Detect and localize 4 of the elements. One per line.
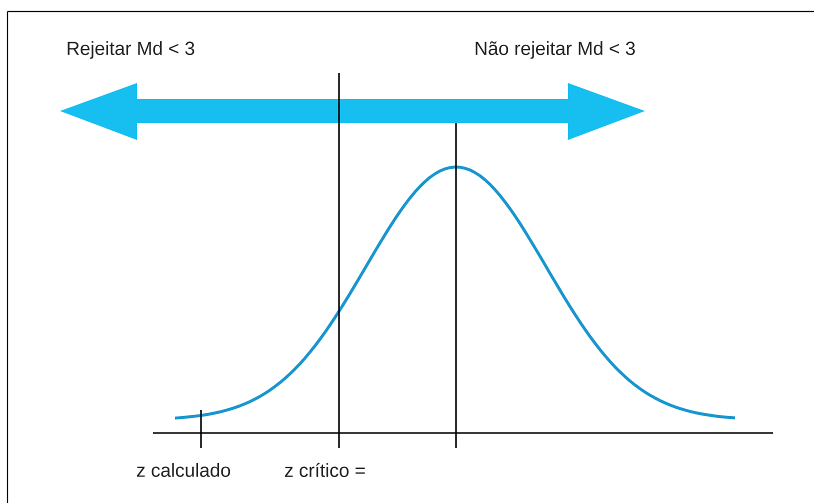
label-text: Não rejeitar Md < 3 — [476, 41, 635, 59]
label-text: Rejeitar Md < 3 — [68, 41, 194, 59]
label-text: z calculado — [136, 463, 230, 477]
label-text: z crítico = — [284, 462, 365, 478]
